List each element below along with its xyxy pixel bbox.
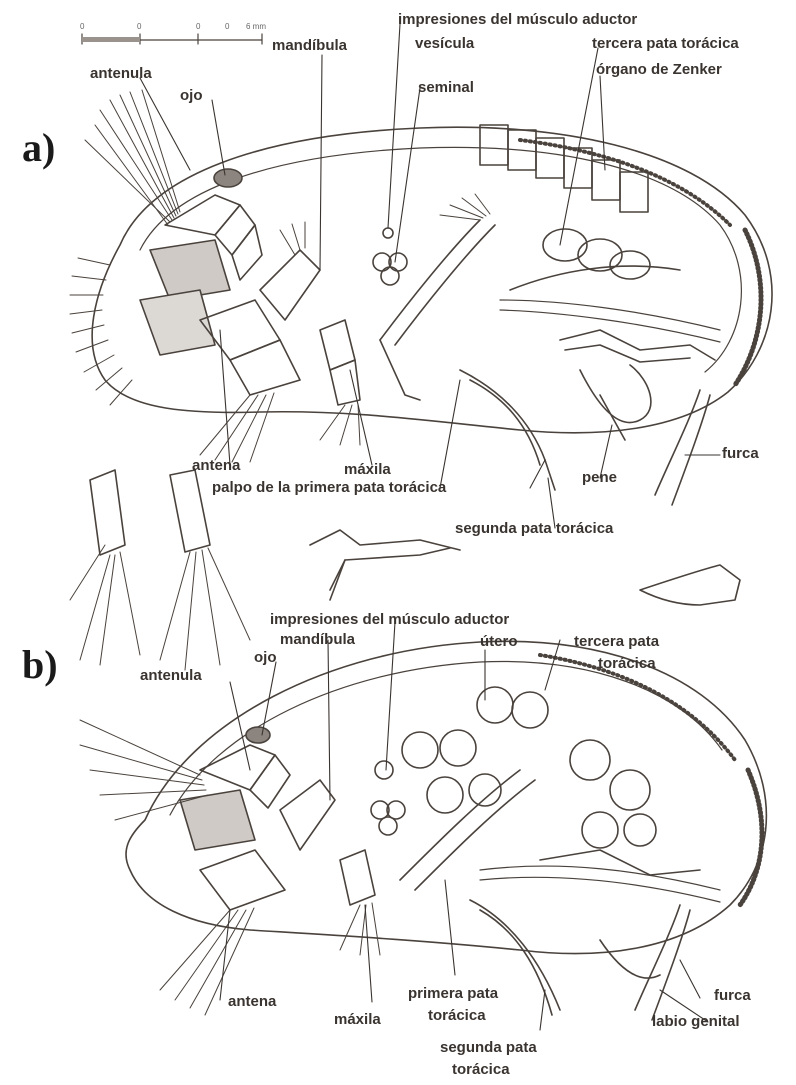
label-a-antena: antena bbox=[192, 458, 240, 473]
label-a-seminal: seminal bbox=[418, 80, 474, 95]
label-a-ojo: ojo bbox=[180, 88, 203, 103]
scale-bar bbox=[82, 34, 262, 44]
label-b-impresiones: impresiones del músculo aductor bbox=[270, 612, 509, 627]
label-b-segunda-pata-1: segunda pata bbox=[440, 1040, 537, 1055]
scale-tick-2: 0 bbox=[196, 22, 200, 31]
scale-tick-unit: 6 mm bbox=[246, 22, 266, 31]
label-b-antenula: antenula bbox=[140, 668, 202, 683]
panel-b-tag: b) bbox=[22, 645, 58, 685]
label-a-zenker: órgano de Zenker bbox=[596, 62, 722, 77]
label-a-pene: pene bbox=[582, 470, 617, 485]
label-a-tercera-pata: tercera pata torácica bbox=[592, 36, 739, 51]
panel-b-ostracod-body bbox=[80, 641, 766, 1020]
scale-tick-1: 0 bbox=[137, 22, 141, 31]
label-a-furca: furca bbox=[722, 446, 759, 461]
label-a-impresiones: impresiones del músculo aductor bbox=[398, 12, 637, 27]
panel-a-ostracod-body bbox=[70, 90, 772, 505]
label-a-mandibula: mandíbula bbox=[272, 38, 347, 53]
label-b-tercera-pata-1: tercera pata bbox=[574, 634, 659, 649]
scale-tick-0: 0 bbox=[80, 22, 84, 31]
label-b-utero: útero bbox=[480, 634, 518, 649]
label-b-labio: labio genital bbox=[652, 1014, 740, 1029]
label-a-palpo: palpo de la primera pata torácica bbox=[212, 480, 446, 495]
label-b-primera-pata-2: torácica bbox=[428, 1008, 486, 1023]
label-b-tercera-pata-2: torácica bbox=[598, 656, 656, 671]
panel-a-tag: a) bbox=[22, 128, 55, 168]
label-a-vesicula: vesícula bbox=[415, 36, 474, 51]
label-b-segunda-pata-2: torácica bbox=[452, 1062, 510, 1077]
label-b-furca: furca bbox=[714, 988, 751, 1003]
scale-tick-3: 0 bbox=[225, 22, 229, 31]
label-b-mandibula: mandíbula bbox=[280, 632, 355, 647]
label-b-antena: antena bbox=[228, 994, 276, 1009]
label-a-segunda-pata: segunda pata torácica bbox=[455, 521, 613, 536]
label-a-maxila: máxila bbox=[344, 462, 391, 477]
label-a-antenula: antenula bbox=[90, 66, 152, 81]
label-b-maxila: máxila bbox=[334, 1012, 381, 1027]
label-b-primera-pata-1: primera pata bbox=[408, 986, 498, 1001]
label-b-ojo: ojo bbox=[254, 650, 277, 665]
